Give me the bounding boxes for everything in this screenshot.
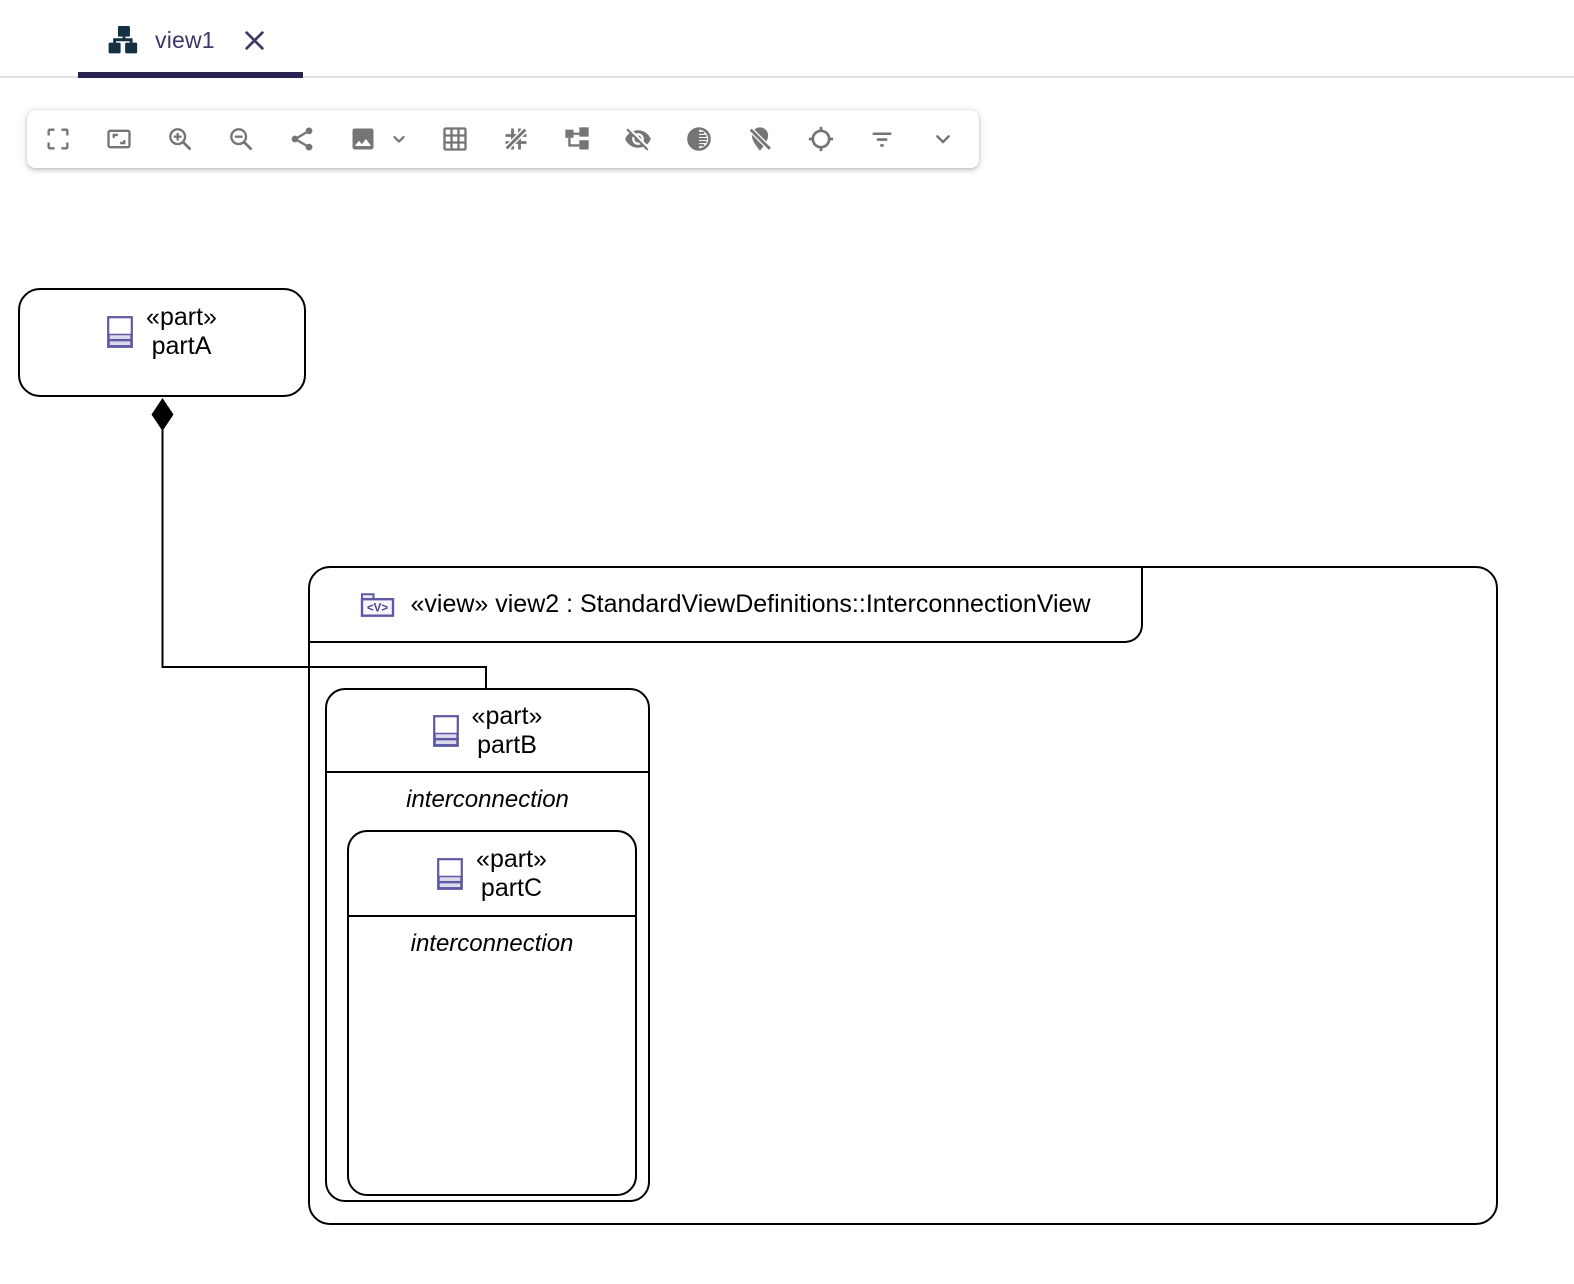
node-stereotype: «part»: [471, 701, 543, 730]
unpin-elements-icon[interactable]: [746, 125, 774, 153]
node-name: partC: [480, 873, 543, 902]
compartment-label: interconnection: [410, 930, 574, 957]
node-stereotype: «part»: [476, 844, 547, 873]
view2-label: «view» view2 : StandardViewDefinitions::…: [410, 590, 1091, 618]
diagram-tree-icon: [108, 26, 138, 54]
compartment-label: interconnection: [406, 786, 569, 813]
more-tools-icon[interactable]: [929, 125, 957, 153]
part-icon: [437, 857, 463, 890]
svg-text:<V>: <V>: [367, 603, 388, 615]
part-icon: [432, 714, 459, 747]
tab-view1[interactable]: view1: [78, 4, 303, 78]
zoom-in-icon[interactable]: [166, 125, 194, 153]
fade-elements-icon[interactable]: [685, 125, 713, 153]
share-icon[interactable]: [288, 125, 316, 153]
active-tab-indicator: [78, 72, 303, 78]
filter-elements-icon[interactable]: [868, 125, 896, 153]
export-image-dropdown-icon[interactable]: [388, 125, 410, 153]
node-name: partB: [477, 730, 537, 759]
node-partA[interactable]: «part» partA: [18, 288, 306, 397]
tab-label: view1: [155, 26, 215, 53]
view2-header: <V> «view» view2 : StandardViewDefinitio…: [310, 568, 1143, 643]
grid-icon[interactable]: [441, 125, 469, 153]
view-icon: <V>: [361, 593, 395, 617]
node-stereotype: «part»: [146, 303, 217, 331]
node-name: partA: [151, 332, 212, 360]
zoom-out-icon[interactable]: [227, 125, 255, 153]
part-icon: [107, 316, 133, 348]
fit-to-screen-icon[interactable]: [105, 125, 133, 153]
arrange-all-icon[interactable]: [563, 125, 591, 153]
snap-to-grid-off-icon[interactable]: [502, 125, 530, 153]
close-icon[interactable]: [241, 27, 268, 54]
composition-diamond: [151, 398, 174, 431]
fullscreen-icon[interactable]: [44, 125, 72, 153]
node-partC[interactable]: «part» partC interconnection: [347, 830, 637, 1196]
tab-bar: view1: [0, 0, 1574, 78]
node-view2[interactable]: <V> «view» view2 : StandardViewDefinitio…: [308, 566, 1498, 1225]
node-partB[interactable]: «part» partB interconnection «part» part…: [325, 688, 650, 1202]
hide-elements-icon[interactable]: [624, 125, 652, 153]
reveal-elements-icon[interactable]: [807, 125, 835, 153]
diagram-toolbar: [27, 110, 979, 168]
export-image-icon[interactable]: [349, 125, 377, 153]
